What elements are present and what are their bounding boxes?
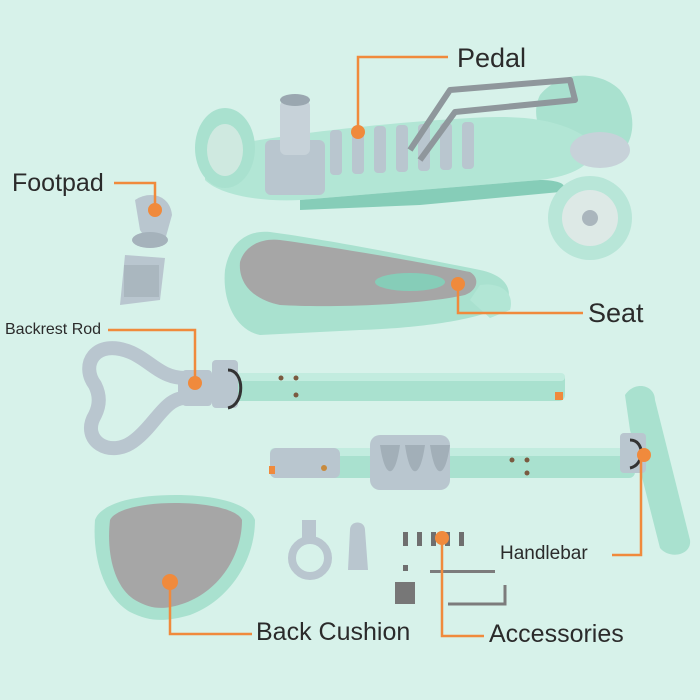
accessories-part [288,520,507,606]
label-handlebar: Handlebar [500,543,588,564]
handlebar-part [269,385,691,555]
footpad-part [120,195,172,305]
back-cushion-part [94,495,255,620]
label-accessories: Accessories [489,620,624,648]
backrest-rod-part [82,341,565,456]
label-backrest-rod: Backrest Rod [5,321,102,338]
label-footpad: Footpad [12,169,104,197]
callout-dots [148,125,651,590]
label-pedal: Pedal [457,43,527,73]
scooter-deck [195,75,633,260]
label-seat: Seat [588,298,644,328]
label-back-cushion: Back Cushion [256,618,411,646]
seat-part [224,231,511,335]
callout-lines [108,55,643,638]
